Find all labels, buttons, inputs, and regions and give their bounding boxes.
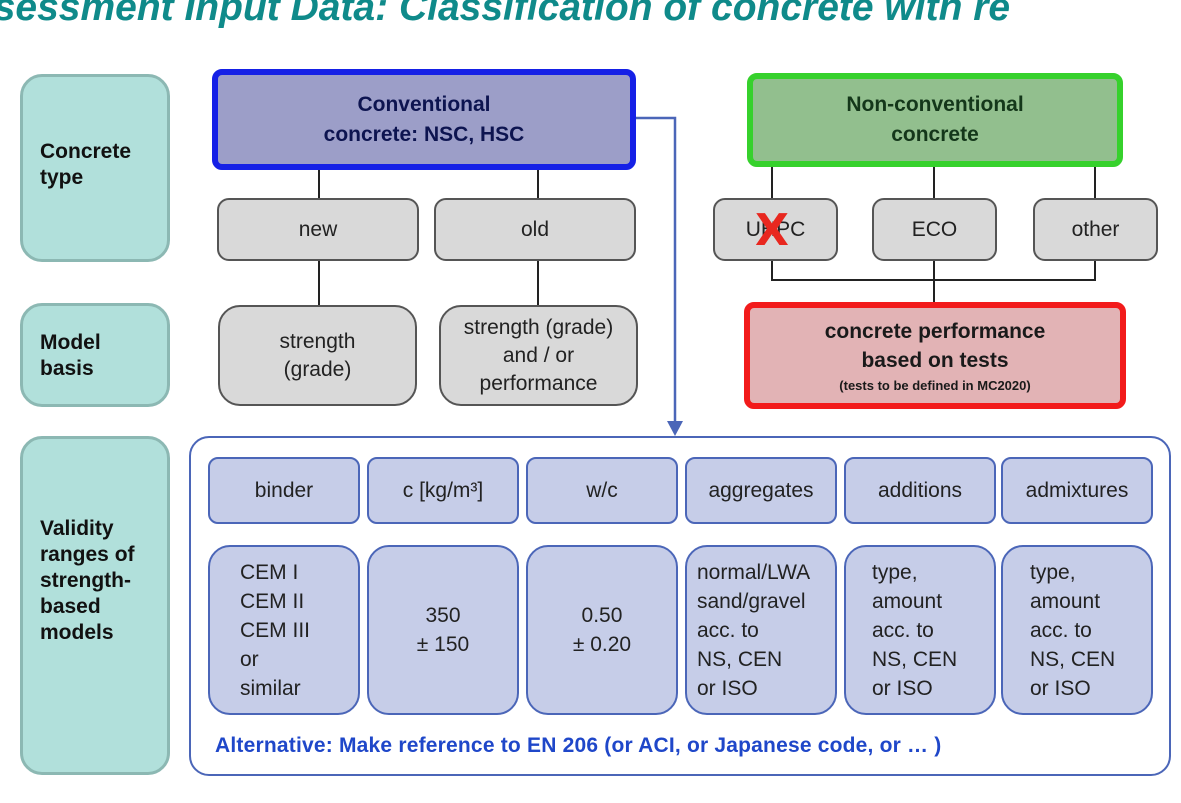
performance-based-box: concrete performance based on tests (tes…: [744, 302, 1126, 409]
header-cement-content: c [kg/m³]: [367, 457, 519, 524]
excluded-cross-icon: X: [755, 205, 789, 256]
header-water-cement: w/c: [526, 457, 678, 524]
row-label-model-basis: Model basis: [20, 303, 170, 407]
row-label-concrete-type: Concrete type: [20, 74, 170, 262]
type-old-box: old: [434, 198, 636, 261]
alternative-note: Alternative: Make reference to EN 206 (o…: [215, 734, 942, 757]
validity-ranges-panel: [189, 436, 1171, 776]
type-uhpc-box: UHPC: [713, 198, 838, 261]
non-conventional-concrete-box: Non-conventional concrete: [747, 73, 1123, 167]
performance-note: (tests to be defined in MC2020): [839, 377, 1031, 393]
type-other-box: other: [1033, 198, 1158, 261]
cell-admixtures: type, amount acc. to NS, CEN or ISO: [1001, 545, 1153, 715]
cell-aggregates: normal/LWA sand/gravel acc. to NS, CEN o…: [685, 545, 837, 715]
cell-additions: type, amount acc. to NS, CEN or ISO: [844, 545, 996, 715]
type-eco-box: ECO: [872, 198, 997, 261]
header-aggregates: aggregates: [685, 457, 837, 524]
arrow-head-icon: [667, 421, 683, 436]
row-label-validity-ranges: Validity ranges of strength- based model…: [20, 436, 170, 775]
conventional-concrete-box: Conventional concrete: NSC, HSC: [212, 69, 636, 170]
header-binder: binder: [208, 457, 360, 524]
model-basis-old-box: strength (grade) and / or performance: [439, 305, 638, 406]
slide-title: ssessment Input Data: Classification of …: [0, 0, 1011, 29]
type-new-box: new: [217, 198, 419, 261]
header-additions: additions: [844, 457, 996, 524]
cell-water-cement: 0.50 ± 0.20: [526, 545, 678, 715]
performance-title: concrete performance based on tests: [824, 319, 1046, 372]
header-admixtures: admixtures: [1001, 457, 1153, 524]
model-basis-new-box: strength (grade): [218, 305, 417, 406]
cell-binder: CEM I CEM II CEM III or similar: [208, 545, 360, 715]
cell-cement-content: 350 ± 150: [367, 545, 519, 715]
